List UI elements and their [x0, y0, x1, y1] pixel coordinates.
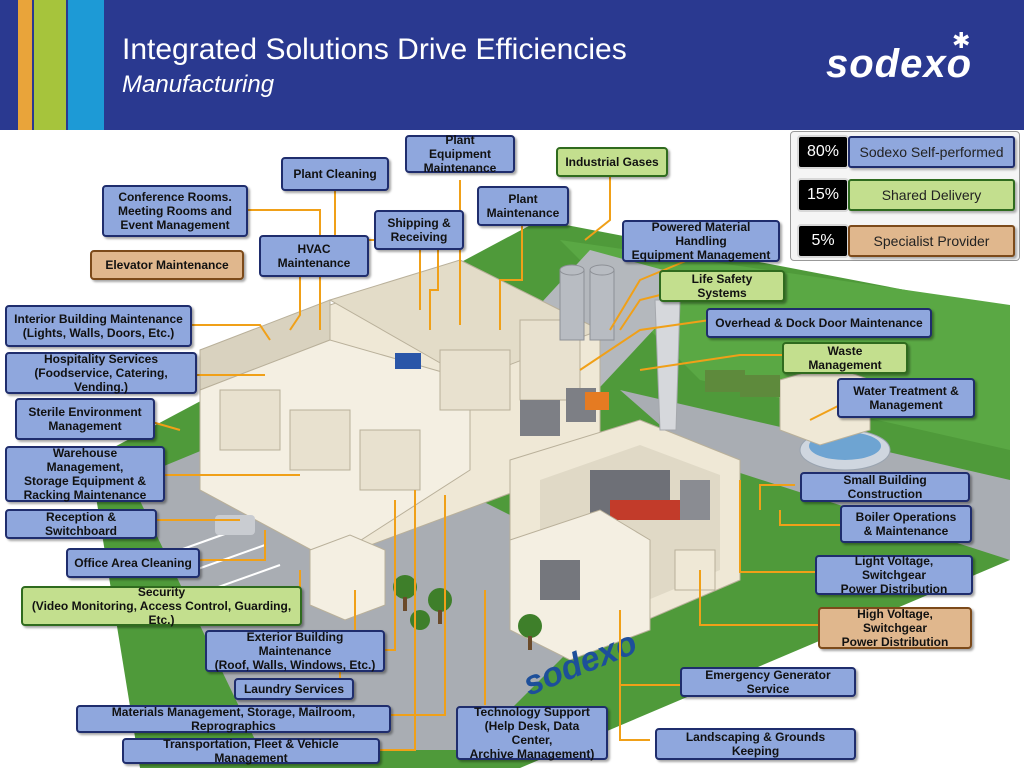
- label-warehouse-management: Warehouse Management, Storage Equipment …: [5, 446, 165, 502]
- stripe-blue: [68, 0, 104, 130]
- label-technology-support: Technology Support (Help Desk, Data Cent…: [456, 705, 608, 761]
- leader-lines: [144, 164, 845, 751]
- label-hvac-maintenance: HVAC Maintenance: [259, 235, 369, 277]
- legend-percent-specialist: 5%: [797, 224, 849, 258]
- label-powered-material-handling: Powered Material Handling Equipment Mana…: [622, 220, 780, 262]
- label-security: Security (Video Monitoring, Access Contr…: [21, 585, 302, 627]
- label-life-safety-systems: Life Safety Systems: [659, 270, 785, 302]
- label-light-voltage-switchgear: Light Voltage, Switchgear Power Distribu…: [815, 554, 973, 596]
- vehicles: [215, 353, 780, 535]
- stripe-orange: [18, 0, 32, 130]
- label-plant-maintenance: Plant Maintenance: [477, 186, 569, 226]
- label-emergency-generator-service: Emergency Generator Service: [680, 667, 856, 697]
- label-materials-management: Materials Management, Storage, Mailroom,…: [76, 705, 391, 733]
- label-transportation-fleet: Transportation, Fleet & Vehicle Manageme…: [122, 737, 380, 765]
- label-reception-switchboard: Reception & Switchboard: [5, 509, 157, 539]
- legend-percent-shared: 15%: [797, 178, 849, 212]
- sodexo-logo: sodexo: [826, 42, 973, 86]
- tree-trunks: [403, 597, 532, 650]
- star-icon: ✱: [952, 28, 971, 53]
- label-small-building-construction: Small Building Construction: [800, 472, 970, 502]
- switchgear: [610, 500, 680, 520]
- boiler: [680, 480, 710, 520]
- legend-label-shared: Shared Delivery: [848, 179, 1015, 211]
- label-shipping-receiving: Shipping & Receiving: [374, 210, 464, 250]
- substation: [674, 549, 716, 591]
- label-overhead-dock-door: Overhead & Dock Door Maintenance: [706, 308, 932, 338]
- label-exterior-building-maintenance: Exterior Building Maintenance (Roof, Wal…: [205, 630, 385, 672]
- guard-house: [309, 534, 386, 621]
- label-water-treatment: Water Treatment & Management: [837, 378, 975, 418]
- label-laundry-services: Laundry Services: [234, 678, 354, 700]
- header-bar: Integrated Solutions Drive Efficiencies …: [0, 0, 1024, 130]
- server-racks: [540, 560, 580, 600]
- label-interior-building-maintenance: Interior Building Maintenance (Lights, W…: [5, 305, 192, 347]
- page-subtitle: Manufacturing: [122, 71, 275, 98]
- label-office-area-cleaning: Office Area Cleaning: [66, 548, 200, 578]
- label-conference-rooms: Conference Rooms. Meeting Rooms and Even…: [102, 185, 248, 237]
- legend-label-specialist: Specialist Provider: [848, 225, 1015, 257]
- legend-label-self: Sodexo Self-performed: [848, 136, 1015, 168]
- stripe-green: [34, 0, 66, 130]
- label-plant-cleaning: Plant Cleaning: [281, 157, 389, 191]
- legend-percent-self: 80%: [797, 135, 849, 169]
- label-boiler-operations: Boiler Operations & Maintenance: [840, 505, 972, 543]
- label-waste-management: Waste Management: [782, 342, 908, 374]
- interior-rooms: [219, 319, 581, 491]
- label-sterile-environment: Sterile Environment Management: [15, 398, 155, 440]
- label-hospitality-services: Hospitality Services (Foodservice, Cater…: [5, 352, 197, 394]
- label-high-voltage-switchgear: High Voltage, Switchgear Power Distribut…: [818, 607, 972, 649]
- label-landscaping-grounds: Landscaping & Grounds Keeping: [655, 728, 856, 760]
- label-industrial-gases: Industrial Gases: [556, 147, 668, 177]
- label-plant-equipment-maintenance: Plant Equipment Maintenance: [405, 133, 515, 175]
- page-title: Integrated Solutions Drive Efficiencies: [122, 33, 627, 66]
- label-elevator-maintenance: Elevator Maintenance: [90, 250, 244, 280]
